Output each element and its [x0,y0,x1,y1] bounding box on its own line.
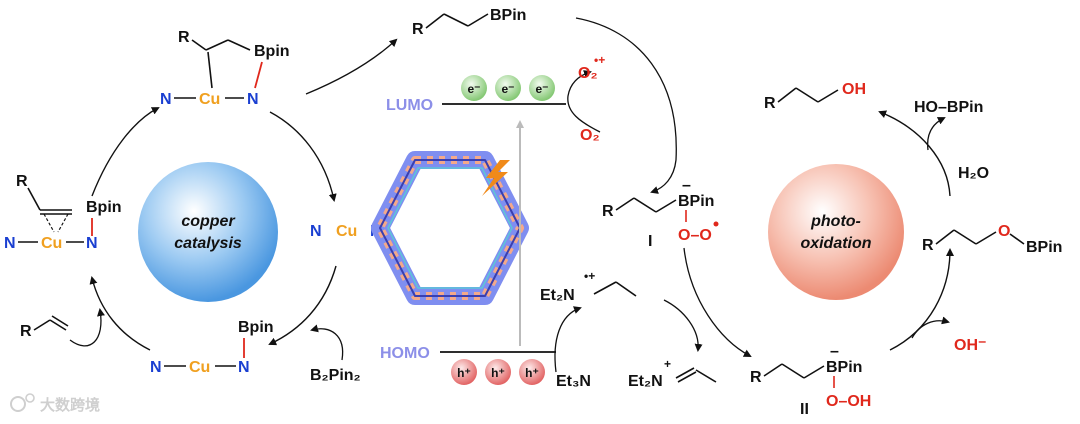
II-minus: – [830,343,839,360]
electron-2 [495,75,521,101]
top-R: R [178,29,190,46]
electron-1 [461,75,487,101]
alkene-R: R [20,323,32,340]
electron-label-2: e⁻ [501,82,514,96]
product-release-arrow [305,38,398,95]
II-R: R [750,369,762,386]
bottom-N-right: N [238,359,250,376]
I-radical-dot [713,221,719,227]
ester-O: O [998,223,1010,240]
photo-sphere [768,164,904,300]
ho-bpin: HO–BPin [914,99,983,116]
mof-Cu: Cu [336,223,357,240]
copper-label-1: copper [181,213,235,230]
left-N-right: N [86,235,98,252]
hydroxide: OH⁻ [954,337,986,354]
top-Bpin: Bpin [254,43,290,60]
cycle-arc-top-right [269,111,337,202]
homo-label: HOMO [380,345,430,362]
electron-label-3: e⁻ [535,82,548,96]
electron-label-1: e⁻ [467,82,480,96]
et2n-radical-cation: Et₂N [540,287,575,304]
cycle-arc-top-left [91,107,160,197]
watermark-logo-icon [10,393,35,412]
copper-label-2: catalysis [174,235,242,252]
alkene-arrow [69,308,105,347]
left-N-left: N [4,235,16,252]
left-Bpin: Bpin [86,199,122,216]
alcohol-OH: OH [842,81,866,98]
ester-R: R [922,237,934,254]
left-R: R [16,173,28,190]
watermark-text: 大数跨境 [40,396,100,414]
b2pin2-label: B₂Pin₂ [310,367,361,384]
et2n-radical-charge: •+ [584,269,595,283]
et3n: Et₃N [556,373,591,390]
cycle-arc-bottom-left [89,276,151,351]
II-hydroperoxo: O–OH [826,393,871,410]
I-to-II-arrow [683,247,752,357]
copper-sphere [138,162,278,302]
hobpin-arrow [926,117,946,151]
hole-3 [519,359,545,385]
hole-label-1: h⁺ [457,366,471,380]
top-N-left: N [160,91,172,108]
photo-arc-right [889,248,954,351]
water: H₂O [958,165,989,182]
top-N-right: N [247,91,259,108]
iminium-arrow [663,299,703,352]
photo-arc-top [878,110,951,197]
lumo-label: LUMO [386,97,433,114]
hole-1 [451,359,477,385]
superoxide: O₂ [578,65,598,82]
hole-label-2: h⁺ [491,366,505,380]
label-II: II [800,401,809,418]
hole-2 [485,359,511,385]
photo-label-1: photo- [810,213,861,230]
hydroxide-arrow [911,316,950,339]
b2pin2-arrow [310,324,344,361]
product-to-I-arrow [575,17,677,194]
cycle-arc-bottom-right [268,265,337,346]
electron-3 [529,75,555,101]
I-peroxo: O–O [678,227,712,244]
bottom-Bpin: Bpin [238,319,274,336]
I-BPin: BPin [678,193,714,210]
superoxide-dot: •+ [594,53,605,67]
left-Cu: Cu [41,235,62,252]
oxygen: O₂ [580,127,600,144]
bottom-Cu: Cu [189,359,210,376]
I-R: R [602,203,614,220]
hole-label-3: h⁺ [525,366,539,380]
amine-oxidation-arrow [554,306,582,373]
lightning-icon [482,160,510,196]
framework-hexagon-icon [371,151,529,305]
product-BPin: BPin [490,7,526,24]
alcohol-R: R [764,95,776,112]
bottom-N-left: N [150,359,162,376]
iminium-plus: + [664,357,671,371]
iminium: Et₂N [628,373,663,390]
photo-label-2: oxidation [800,235,871,252]
I-minus: – [682,177,691,194]
top-Cu: Cu [199,91,220,108]
II-BPin: BPin [826,359,862,376]
label-I: I [648,233,652,250]
product-R: R [412,21,424,38]
mof-N-left: N [310,223,322,240]
o2-reduction-arrow [567,70,601,133]
ester-BPin: BPin [1026,239,1062,256]
